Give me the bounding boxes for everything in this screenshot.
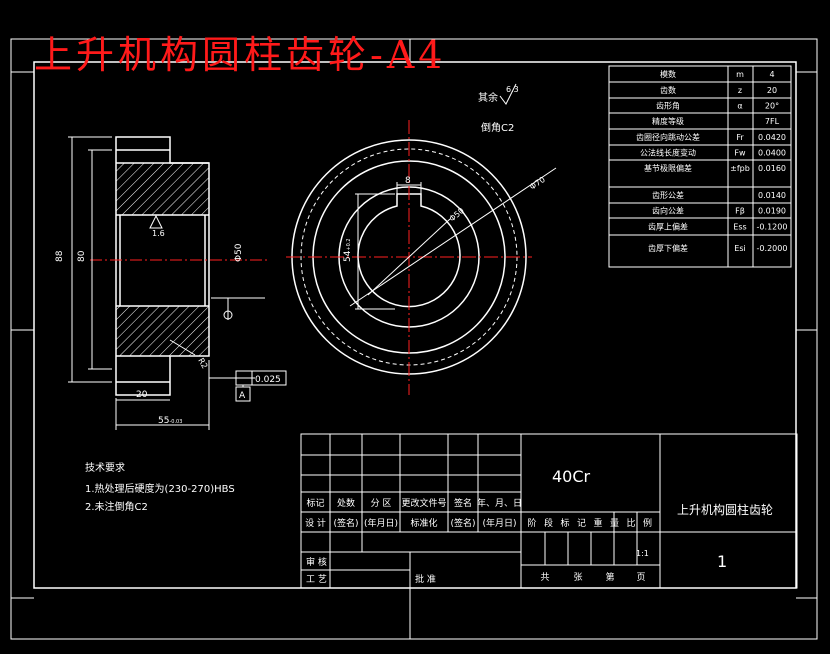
param-value: 0.0400 [758,149,786,158]
outer-frame [10,38,818,640]
param-name: 齿厚上偏差 [648,222,688,232]
material: 40Cr [552,467,591,486]
param-name: 齿形公差 [652,190,684,200]
param-name: 齿圈径向跳动公差 [636,132,700,142]
param-value: 0.0420 [758,133,786,142]
tb-sheet-label: 第 [605,571,614,583]
dim-bore: Φ50 [234,243,244,262]
left-section-view: 88 80 1.6 Φ50 R2 20 55-0.03 0.025 A [55,136,287,430]
tb-design-cell: (年月日) [482,517,516,529]
roughness-value: 6.3 [506,85,519,94]
tb-design-cell: (签名) [450,517,475,529]
param-symbol: α [737,102,742,111]
param-name: 齿厚下偏差 [648,243,688,253]
param-symbol: z [738,86,742,95]
param-value: -0.2000 [757,244,788,253]
roughness-note: 其余 6.3 [478,83,519,105]
left-roughness: 1.6 [152,229,165,238]
tb-stage-label: 标 [560,517,569,529]
tb-design-cell: (签名) [333,517,358,529]
dim-pitch: Φ70 [528,175,547,192]
param-value: 4 [769,70,774,79]
title-block [300,433,798,589]
dim-inner: 80 [77,250,87,262]
front-view [286,120,557,395]
param-symbol: Ess [733,223,746,232]
param-name: 齿数 [660,85,676,95]
param-symbol: ±fpb [730,164,750,173]
param-value: 20 [767,86,777,95]
tech-req-item-2: 2.未注倒角C2 [85,500,148,513]
parameter-rows: 模数 m 4 齿数 z 20 齿形角 α 20° 精度等级 7FL 齿圈径向跳动公差 Fr 0.0420 公… [609,69,791,268]
approve-label: 批 准 [415,573,436,585]
param-symbol: m [736,70,744,79]
param-name: 模数 [660,69,676,79]
param-value: 0.0140 [758,191,786,200]
part-name: 上升机构圆柱齿轮 [677,502,773,517]
dim-keyway: 54+0.2 [343,238,353,262]
tb-stage-label: 量 [610,518,619,529]
param-value: 7FL [765,117,780,126]
title-block-sheet-labels: 共张第页 [540,571,645,583]
tb-header: 更改文件号 [401,497,446,509]
datum-label: A [239,391,246,401]
param-symbol: Fr [736,133,744,142]
param-value: 0.0190 [758,207,786,216]
param-name: 齿形角 [656,101,680,111]
tb-sheet-label: 张 [573,572,582,583]
review-label: 审 核 [306,556,327,568]
param-name: 公法线长度变动 [640,148,696,158]
param-symbol: Esi [734,244,745,253]
dim-width: 55-0.03 [158,416,182,426]
dim-hub: 20 [136,390,148,400]
param-symbol: Fw [734,149,746,158]
tb-stage-label: 段 [544,517,553,529]
drawing-number: 1 [717,552,727,571]
tb-header: 年、月、日 [477,497,522,509]
tb-header: 签名 [454,497,472,509]
tb-stage-label: 重 [593,517,602,529]
param-value: 0.0160 [758,164,786,173]
roughness-label: 其余 [478,91,498,104]
tb-header: 分 区 [371,498,392,509]
title-block-design-row: 设 计 (签名) (年月日) 标准化 (签名) (年月日) [305,517,516,529]
param-name: 精度等级 [652,116,684,126]
dim-outer: 88 [55,250,65,262]
dim-radius: R2 [196,357,209,371]
tb-sheet-label: 共 [540,572,549,583]
tb-design-cell: 设 计 [305,517,326,529]
corner-marks [11,39,817,639]
param-symbol: Fβ [735,207,745,216]
title-block-stage-labels: 阶段标记重量比例 [527,517,652,529]
title-block-headers: 标记 处数 分 区更改文件号签名年、月、日 [306,497,522,509]
dim-key: 8 [405,176,411,186]
tb-design-cell: 标准化 [410,517,437,529]
runout-value: 0.025 [255,375,281,385]
tb-stage-label: 记 [577,518,586,529]
tb-stage-label: 阶 [527,517,536,529]
tech-req-title: 技术要求 [85,461,125,474]
tech-req-item-1: 1.热处理后硬度为(230-270)HBS [85,482,235,495]
tb-stage-label: 例 [643,517,652,529]
tb-header: 处数 [337,497,355,509]
dim-bore-dia: Φ50 [448,206,466,223]
process-label: 工 艺 [306,574,327,585]
tb-stage-label: 比 [626,517,635,529]
param-value: 20° [765,102,779,111]
scale-ratio: 1:1 [636,549,649,558]
overlay-title: 上升机构圆柱齿轮-A4 [34,33,447,77]
tb-header: 标记 [306,497,324,509]
param-name: 基节极限偏差 [644,163,692,173]
param-name: 齿向公差 [652,206,684,216]
tb-design-cell: (年月日) [364,517,398,529]
tb-sheet-label: 页 [636,572,645,583]
chamfer-note: 倒角C2 [481,122,514,134]
param-value: -0.1200 [757,223,788,232]
